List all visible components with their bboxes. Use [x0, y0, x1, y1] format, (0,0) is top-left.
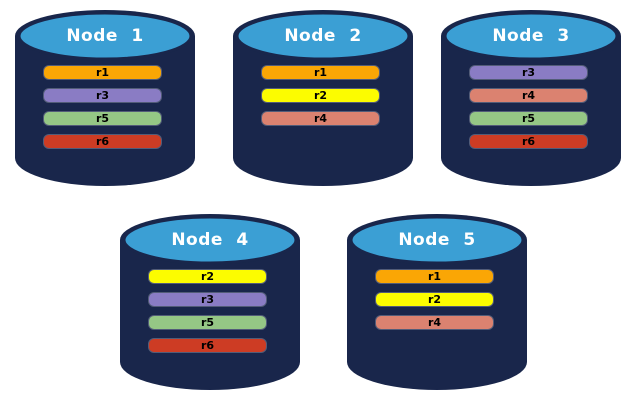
database-node-4: Node 4 r2 r3 r5 r6: [117, 212, 303, 392]
record-bar-r1: r1: [44, 66, 161, 79]
record-bar-r4: r4: [376, 316, 493, 329]
node-label: Node 4: [171, 230, 249, 250]
record-bar-r2: r2: [149, 270, 266, 283]
record-list: r3 r4 r5 r6: [470, 66, 587, 158]
record-bar-r6: r6: [44, 135, 161, 148]
database-node-5: Node 5 r1 r2 r4: [344, 212, 530, 392]
record-bar-r6: r6: [149, 339, 266, 352]
record-bar-r4: r4: [470, 89, 587, 102]
node-label: Node 2: [284, 26, 362, 46]
record-bar-r3: r3: [44, 89, 161, 102]
record-bar-r2: r2: [262, 89, 379, 102]
node-label: Node 3: [492, 26, 570, 46]
record-bar-r3: r3: [149, 293, 266, 306]
record-bar-r2: r2: [376, 293, 493, 306]
node-label: Node 1: [66, 26, 144, 46]
record-list: r1 r3 r5 r6: [44, 66, 161, 158]
record-bar-r3: r3: [470, 66, 587, 79]
record-bar-r5: r5: [44, 112, 161, 125]
record-bar-r1: r1: [262, 66, 379, 79]
record-bar-r6: r6: [470, 135, 587, 148]
record-bar-r1: r1: [376, 270, 493, 283]
database-node-1: Node 1 r1 r3 r5 r6: [12, 8, 198, 188]
record-bar-r5: r5: [149, 316, 266, 329]
record-bar-r4: r4: [262, 112, 379, 125]
record-list: r1 r2 r4: [376, 270, 493, 339]
node-label: Node 5: [398, 230, 476, 250]
record-bar-r5: r5: [470, 112, 587, 125]
database-node-2: Node 2 r1 r2 r4: [230, 8, 416, 188]
record-list: r2 r3 r5 r6: [149, 270, 266, 362]
record-list: r1 r2 r4: [262, 66, 379, 135]
database-node-3: Node 3 r3 r4 r5 r6: [438, 8, 624, 188]
